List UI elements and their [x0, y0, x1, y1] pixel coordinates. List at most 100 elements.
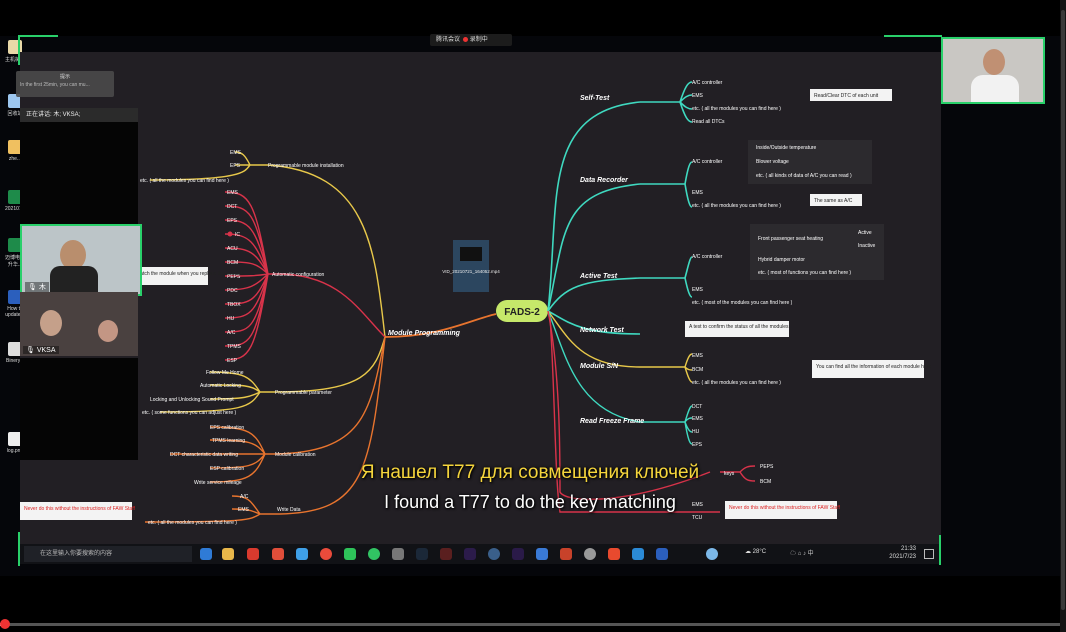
participant-body [50, 266, 98, 292]
node-label: ESP [227, 358, 238, 364]
app-icon[interactable] [247, 548, 259, 560]
playback-progress-knob[interactable] [0, 619, 11, 629]
app-icon[interactable] [392, 548, 404, 560]
node-write-data[interactable]: Write Data [277, 507, 301, 513]
node-label: DCT characteristic data writing [170, 452, 238, 458]
desktop-icon[interactable]: 2021072... [5, 190, 29, 212]
note-text: Match the module when you replace these … [136, 271, 245, 277]
scrollbar-thumb[interactable] [1061, 10, 1065, 610]
node-label: etc. ( all the modules you can find here… [692, 203, 781, 209]
steam-icon[interactable] [416, 548, 428, 560]
desktop-icon[interactable]: 回收站 [5, 94, 25, 117]
node-label: EPS [227, 218, 238, 224]
warning-text: Never do this without the instructions o… [24, 506, 135, 512]
node-label: ACU [227, 246, 238, 252]
participant-name-text: 木 [38, 284, 46, 291]
node-label: A/C controller [692, 159, 723, 165]
desktop-icon[interactable]: zhe... [5, 140, 25, 162]
node-module-programming[interactable]: Module Programming [388, 330, 461, 337]
left-main-branch [384, 313, 497, 338]
app-icon[interactable] [536, 548, 548, 560]
node-self-test[interactable]: Self-Test [580, 95, 610, 102]
app-icon[interactable] [560, 548, 572, 560]
subgroup-box [748, 140, 872, 184]
node-label: Locking and Unlocking Sound Prompt [150, 397, 234, 403]
node-label: EMS [692, 502, 704, 508]
meeting-status-bar[interactable]: 腾讯会议 录制中 [430, 34, 512, 46]
warning-text: Never do this without the instructions o… [729, 505, 840, 511]
playback-progress-track[interactable] [0, 623, 1060, 626]
video-tile-user2[interactable]: 🎙 VKSA [20, 292, 138, 356]
freeze-frame-branch [547, 310, 693, 445]
participant-face [60, 240, 86, 270]
note-text: A test to confirm the status of all the … [689, 324, 789, 330]
desktop-icon-label: 回收站 [7, 111, 23, 117]
app-icon[interactable] [632, 548, 644, 560]
desktop-icon[interactable]: Binery... [5, 342, 25, 364]
volume-icon: ♪ [802, 551, 806, 557]
desktop-icon[interactable]: How to update... [5, 290, 25, 318]
folder-icon [8, 140, 22, 154]
subtitle-russian: Я нашел T77 для совмещения ключей [360, 462, 700, 483]
weather-widget[interactable]: ☁ 28°C [745, 548, 766, 555]
edge-icon[interactable] [200, 548, 212, 560]
taskbar-search-input[interactable]: 在这里输入你要搜索的内容 [24, 546, 192, 562]
system-tray[interactable]: ☁ ⌂ ♪ 中 [790, 548, 814, 557]
settings-icon[interactable] [584, 548, 596, 560]
video-tile-user1[interactable]: 🎙 木 [20, 224, 142, 296]
after-effects-icon[interactable] [464, 548, 476, 560]
chrome-icon[interactable] [320, 548, 332, 560]
file-explorer-icon[interactable] [222, 548, 234, 560]
node-freeze-frame[interactable]: Read Freeze Frame [580, 418, 644, 425]
weather-icon: ☁ [745, 549, 751, 555]
mic-icon: 🎙 [28, 284, 37, 291]
app-icon[interactable] [608, 548, 620, 560]
wechat-icon[interactable] [344, 548, 356, 560]
share-border [18, 35, 20, 65]
node-prog-install[interactable]: Programmable module installation [268, 163, 344, 169]
node-module-sn[interactable]: Module S/N [580, 363, 619, 370]
premiere-icon[interactable] [512, 548, 524, 560]
node-label: TPMS [227, 344, 242, 350]
node-keys[interactable]: keys [724, 471, 735, 477]
self-camera[interactable] [941, 37, 1045, 104]
node-label: Automatic Locking [200, 383, 241, 389]
share-border [939, 535, 941, 565]
video-file-label: VID_20210721_164052.mp4 [442, 269, 500, 274]
network-icon: ⌂ [797, 551, 802, 557]
desktop-icon[interactable]: log.png [5, 432, 25, 454]
desktop-icon-label: log.png [6, 448, 24, 454]
word-icon[interactable] [656, 548, 668, 560]
app-icon[interactable] [440, 548, 452, 560]
node-calibration[interactable]: Module calibration [275, 452, 316, 458]
node-auto-config[interactable]: Automatic configuration [272, 272, 324, 278]
notification-toast[interactable]: 提示 In the first 25min, you can mu... [16, 71, 114, 97]
ime-icon: 中 [807, 551, 814, 557]
participant-name: 🎙 木 [25, 282, 49, 292]
app-icon[interactable] [706, 548, 718, 560]
scrollbar[interactable] [1060, 0, 1066, 632]
mindmap-center-node[interactable] [496, 300, 548, 322]
app-icon[interactable] [272, 548, 284, 560]
node-prog-param[interactable]: Programmable parameter [275, 390, 332, 396]
whatsapp-icon[interactable] [368, 548, 380, 560]
node-active-test[interactable]: Active Test [579, 273, 618, 280]
app-icon[interactable] [296, 548, 308, 560]
excel-icon [8, 190, 22, 204]
note-box [132, 267, 208, 285]
desktop-icon[interactable]: 迈博电车 升华... [5, 238, 25, 268]
node-data-recorder[interactable]: Data Recorder [580, 177, 629, 184]
video-tile-empty [20, 358, 138, 460]
node-label: TCU [692, 515, 703, 521]
node-label: Inactive [858, 243, 875, 249]
node-label: Hybrid damper motor [758, 257, 805, 263]
notifications-icon[interactable] [924, 549, 934, 559]
node-label: BCM [227, 260, 238, 266]
node-label: etc. ( all the modules you can find here… [140, 178, 229, 184]
app-icon[interactable] [488, 548, 500, 560]
meeting-label: 腾讯会议 [436, 37, 461, 43]
node-label: HU [692, 429, 700, 435]
taskbar-clock[interactable]: 21:33 2021/7/23 [878, 545, 916, 561]
node-network-test[interactable]: Network Test [580, 327, 624, 334]
node-label: etc. ( most of functions you can find he… [758, 270, 851, 276]
